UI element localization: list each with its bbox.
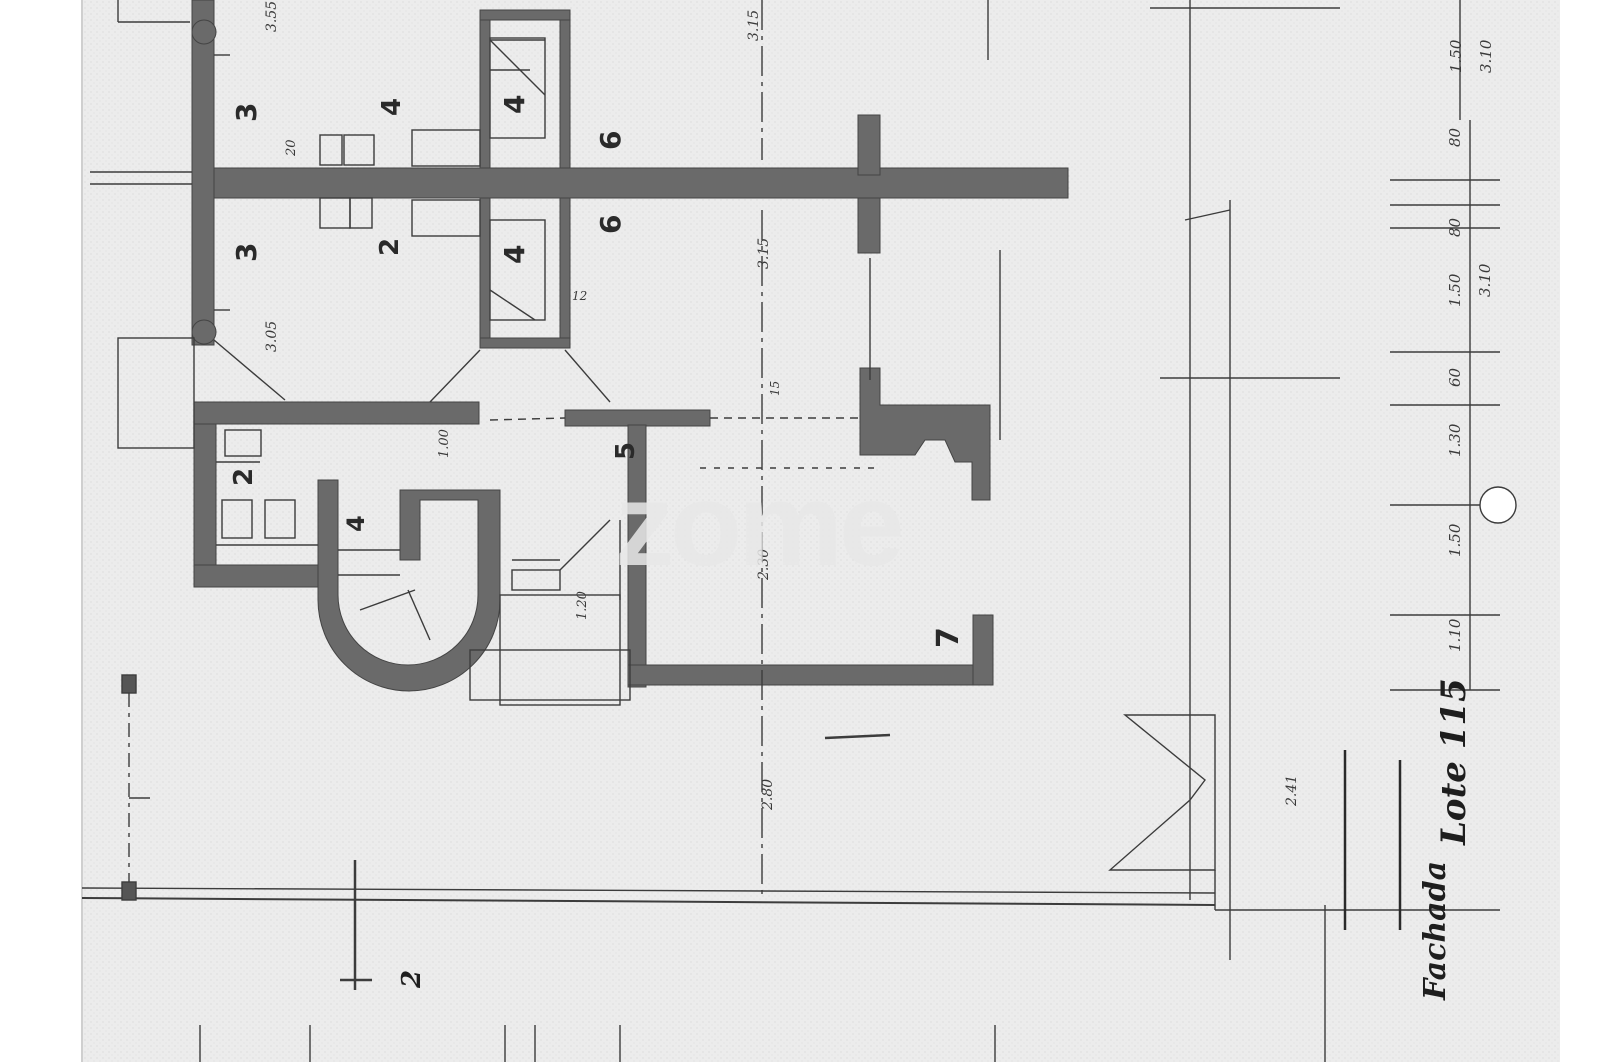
scale-1-50-a: 1.50 xyxy=(1447,39,1465,73)
scale-3-10-b: 3.10 xyxy=(1476,263,1494,297)
side-dimension: 2.41 xyxy=(1284,775,1300,807)
column-top xyxy=(191,19,217,45)
dim-12: 12 xyxy=(572,289,587,303)
column-bottom xyxy=(191,319,217,345)
pier-upper xyxy=(857,114,881,176)
dim-2-30: 2.30 xyxy=(756,549,772,581)
room-label-2-lower: 2 xyxy=(229,468,259,486)
wall-room4-top-left xyxy=(479,9,491,169)
walls xyxy=(191,0,1069,692)
room7-left-wall xyxy=(627,424,647,688)
wall-room4-top-head xyxy=(479,9,571,21)
room7-right-wall xyxy=(972,614,994,686)
room-label-3-mid: 3 xyxy=(230,243,263,262)
scale-60: 60 xyxy=(1446,367,1464,387)
dim-3-15-a: 3.15 xyxy=(746,10,762,41)
room-label-3-top: 3 xyxy=(230,103,263,122)
dim-20: 20 xyxy=(284,139,299,157)
scale-80-a: 80 xyxy=(1446,127,1464,147)
room-label-5: 5 xyxy=(611,442,641,460)
room-label-6-mid: 6 xyxy=(594,215,627,234)
room-numbers: 3 3 4 2 4 4 6 6 5 2 4 7 xyxy=(229,95,966,648)
room-label-4-lower: 4 xyxy=(342,515,370,532)
lower-left-wall xyxy=(193,401,217,588)
dim-1-00: 1.00 xyxy=(437,429,452,458)
curved-stair-wall xyxy=(317,479,501,692)
room7-bottom-wall xyxy=(627,664,994,686)
dim-3-15-b: 3.15 xyxy=(756,238,772,269)
dimension-labels: 3.55 3.15 3.15 3.05 20 2.30 2.80 1.20 1.… xyxy=(264,1,782,811)
scale-labels: 1.50 3.10 80 80 1.50 3.10 60 1.30 1.50 1… xyxy=(1446,39,1495,652)
scale-1-30: 1.30 xyxy=(1446,423,1464,457)
room-label-2-upper: 2 xyxy=(375,238,405,256)
stepped-wall-mass xyxy=(859,367,991,501)
pier-lower xyxy=(857,197,881,254)
scale-3-10-a: 3.10 xyxy=(1477,39,1495,73)
dim-3-05: 3.05 xyxy=(264,321,280,352)
scale-80-b: 80 xyxy=(1446,217,1464,237)
annotations: Lote 115 Fachada 2 2.41 xyxy=(397,678,1474,1001)
section-mark-label: 2 xyxy=(397,970,427,989)
wall-room4-mid-left xyxy=(479,197,491,349)
thin-lines xyxy=(81,0,1517,1062)
scale-1-50-c: 1.50 xyxy=(1446,523,1464,557)
room-label-4-top: 4 xyxy=(498,95,531,114)
facade-label: Fachada xyxy=(1418,861,1453,1001)
dim-1-20: 1.20 xyxy=(575,591,590,620)
left-facade-wall xyxy=(191,0,215,346)
central-wall xyxy=(199,167,1069,199)
room-label-4-small: 4 xyxy=(377,98,407,116)
lower-bottom-wall xyxy=(193,564,325,588)
scale-1-50-b: 1.50 xyxy=(1446,273,1464,307)
dim-2-80: 2.80 xyxy=(760,779,776,811)
dim-15: 15 xyxy=(768,381,782,396)
dim-3-55: 3.55 xyxy=(264,1,280,32)
room-label-7: 7 xyxy=(931,627,966,648)
scale-1-10: 1.10 xyxy=(1446,618,1464,652)
wall-room4-mid-foot xyxy=(479,337,571,349)
lower-top-wall-right xyxy=(564,409,711,427)
lot-label: Lote 115 xyxy=(1434,678,1474,846)
watermark: zome xyxy=(615,459,901,591)
wall-room4-top-right xyxy=(559,9,571,169)
room-label-4-mid: 4 xyxy=(498,245,531,264)
room-label-6-top: 6 xyxy=(594,131,627,150)
wall-room4-mid-right xyxy=(559,197,571,349)
lower-top-wall-left xyxy=(193,401,480,425)
